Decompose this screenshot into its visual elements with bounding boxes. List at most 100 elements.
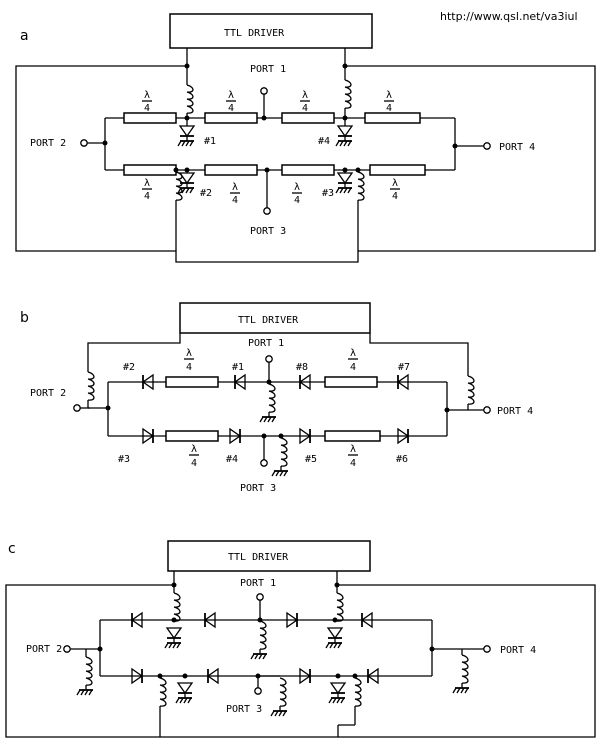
panel-c-coil-port4 <box>461 654 469 684</box>
panel-b-port4-terminal <box>483 406 491 414</box>
panel-b-coil-port3 <box>280 437 288 467</box>
svg-text:4: 4 <box>294 195 300 206</box>
panel-c-port4-terminal <box>483 645 491 653</box>
panel-a-port4-terminal <box>483 142 491 150</box>
panel-a-diode-3-label: #3 <box>322 188 334 199</box>
panel-b-port2-terminal <box>73 404 81 412</box>
panel-b-ground-top <box>259 411 277 423</box>
panel-a-port1-terminal <box>260 87 268 95</box>
svg-text:4: 4 <box>350 362 356 373</box>
panel-a-driver-label: TTL DRIVER <box>224 28 285 39</box>
panel-b-driver-label: TTL DRIVER <box>238 315 299 326</box>
panel-b-diode-6-label: #6 <box>396 454 408 465</box>
svg-text:4: 4 <box>386 103 392 114</box>
svg-text:λ: λ <box>144 178 150 189</box>
panel-c-ground-port2 <box>76 684 94 696</box>
svg-text:4: 4 <box>144 191 150 202</box>
panel-b-diode-3-label: #3 <box>118 454 130 465</box>
panel-b-diode-7-label: #7 <box>398 362 410 373</box>
svg-text:4: 4 <box>302 103 308 114</box>
svg-text:λ: λ <box>392 178 398 189</box>
panel-c-ground-b2 <box>328 692 346 704</box>
panel-b-label: b <box>20 310 29 326</box>
panel-a-port2-label: PORT 2 <box>30 138 66 149</box>
panel-b-port3-terminal <box>260 459 268 467</box>
panel-c-coil-port3 <box>279 677 287 707</box>
panel-b-diode-4-label: #4 <box>226 454 238 465</box>
svg-text:4: 4 <box>186 362 192 373</box>
panel-b-ground-bottom <box>271 465 289 477</box>
panel-b-port1-label: PORT 1 <box>248 338 284 349</box>
panel-a-diode-1 <box>179 125 195 137</box>
panel-c-ground-port4 <box>452 682 470 694</box>
svg-text:λ: λ <box>186 348 192 359</box>
panel-c: c TTL DRIVER PORT 1 PO <box>5 540 596 738</box>
svg-text:4: 4 <box>191 458 197 469</box>
panel-c-ttl-driver <box>167 540 371 572</box>
panel-a-diode-4-label: #4 <box>318 136 330 147</box>
panel-c-coil-port1 <box>259 620 267 650</box>
panel-c-port1-label: PORT 1 <box>240 578 276 589</box>
panel-c-ground-port3 <box>270 705 288 717</box>
panel-b-diode-5-label: #5 <box>305 454 317 465</box>
panel-a-label: a <box>20 28 29 44</box>
panel-c-port2-label: PORT 2 <box>26 644 62 655</box>
panel-a-diode-3 <box>337 172 353 184</box>
panel-c-ground-t2 <box>325 637 343 649</box>
panel-a-coil-1 <box>186 84 194 114</box>
panel-c-coil-b2 <box>354 677 362 707</box>
panel-b-coil-port1 <box>268 383 276 413</box>
panel-c-ground-port1 <box>250 648 268 660</box>
panel-a-diode-4 <box>337 125 353 137</box>
panel-b-coil-right <box>467 375 475 405</box>
panel-b-port3-label: PORT 3 <box>240 483 276 494</box>
panel-c-diode-shunt-3 <box>177 682 193 694</box>
panel-c-diode-shunt-1 <box>166 627 182 639</box>
panel-c-ground-b1 <box>175 692 193 704</box>
panel-c-port4-label: PORT 4 <box>500 645 536 656</box>
panel-b: b TTL DRIVER PORT 1 PORT 2 PORT 4 #2 <box>20 302 533 494</box>
svg-text:λ: λ <box>191 444 197 455</box>
panel-a-port3-terminal <box>263 207 271 215</box>
panel-a-ground-4 <box>335 135 353 147</box>
panel-c-coil-t1 <box>173 592 181 622</box>
panel-c-driver-label: TTL DRIVER <box>228 552 289 563</box>
svg-text:λ: λ <box>228 90 234 101</box>
svg-text:4: 4 <box>232 195 238 206</box>
panel-b-port2-label: PORT 2 <box>30 388 66 399</box>
panel-b-diode-2-label: #2 <box>123 362 135 373</box>
panel-b-ttl-driver <box>179 302 371 334</box>
panel-a-port4-label: PORT 4 <box>499 142 535 153</box>
svg-text:λ: λ <box>350 444 356 455</box>
panel-c-port3-terminal <box>254 687 262 695</box>
source-url: http://www.qsl.net/va3iul <box>440 10 578 23</box>
panel-a-port3-label: PORT 3 <box>250 226 286 237</box>
panel-c-coil-port2 <box>85 656 93 686</box>
svg-text:λ: λ <box>302 90 308 101</box>
svg-text:λ: λ <box>386 90 392 101</box>
panel-c-ground-t1 <box>164 637 182 649</box>
panel-b-coil-left <box>87 371 95 401</box>
panel-a-diode-2-label: #2 <box>200 188 212 199</box>
panel-c-port2-terminal <box>63 645 71 653</box>
panel-c-diode-shunt-4 <box>330 682 346 694</box>
panel-a-diode-1-label: #1 <box>204 136 216 147</box>
panel-a-ttl-driver <box>169 13 373 49</box>
svg-text:4: 4 <box>392 191 398 202</box>
panel-c-port3-label: PORT 3 <box>226 704 262 715</box>
panel-c-coil-t2 <box>336 592 344 622</box>
svg-text:4: 4 <box>350 458 356 469</box>
panel-a-coil-3 <box>357 171 365 201</box>
panel-c-label: c <box>8 541 16 557</box>
svg-text:λ: λ <box>144 90 150 101</box>
panel-c-diode-shunt-2 <box>327 627 343 639</box>
panel-a: a TTL DRIVER PORT 1 λ 4 λ 4 λ 4 λ 4 <box>15 13 596 263</box>
panel-a-port1-label: PORT 1 <box>250 64 286 75</box>
panel-a-coil-4 <box>344 79 352 109</box>
svg-text:4: 4 <box>144 103 150 114</box>
svg-text:λ: λ <box>350 348 356 359</box>
panel-b-port4-label: PORT 4 <box>497 406 533 417</box>
panel-a-ground-3 <box>335 182 353 194</box>
panel-a-bias-loop <box>15 48 596 263</box>
panel-a-coil-2 <box>175 171 183 201</box>
